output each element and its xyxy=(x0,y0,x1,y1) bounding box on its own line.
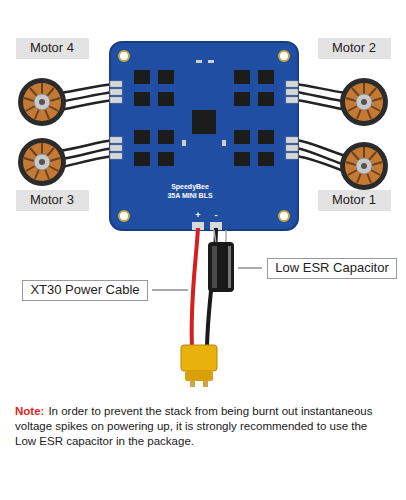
brand-text: SpeedyBee xyxy=(171,183,209,190)
polarity-mark: + xyxy=(195,211,200,220)
note-paragraph: Note:In order to prevent the stack from … xyxy=(15,404,391,449)
capacitor xyxy=(208,230,234,292)
box-text: Low ESR Capacitor xyxy=(275,260,388,276)
leader-line xyxy=(238,268,262,269)
motor xyxy=(18,138,66,186)
polarity-mark: - xyxy=(215,211,218,220)
motor-label: Motor 1 xyxy=(318,190,391,211)
motor xyxy=(18,78,66,126)
callout-box: XT30 Power Cable xyxy=(22,280,148,301)
note-body: In order to prevent the stack from being… xyxy=(15,405,373,447)
box-text: Motor 1 xyxy=(332,192,376,208)
motor-label: Motor 3 xyxy=(16,190,89,211)
callout-box: Low ESR Capacitor xyxy=(267,258,397,279)
xt30-connector xyxy=(181,345,217,387)
box-text: Motor 2 xyxy=(332,40,376,56)
esc-board xyxy=(110,42,298,230)
leader-line xyxy=(152,290,188,291)
box-text: Motor 3 xyxy=(30,192,74,208)
power-wire xyxy=(192,228,198,347)
motor xyxy=(340,142,388,190)
motor-label: Motor 4 xyxy=(16,38,89,59)
motor xyxy=(340,78,388,126)
box-text: Motor 4 xyxy=(30,40,74,56)
motor-label: Motor 2 xyxy=(318,38,391,59)
model-text: 35A MINI BLS xyxy=(167,192,212,199)
box-text: XT30 Power Cable xyxy=(30,282,139,298)
note-heading: Note: xyxy=(15,405,44,417)
